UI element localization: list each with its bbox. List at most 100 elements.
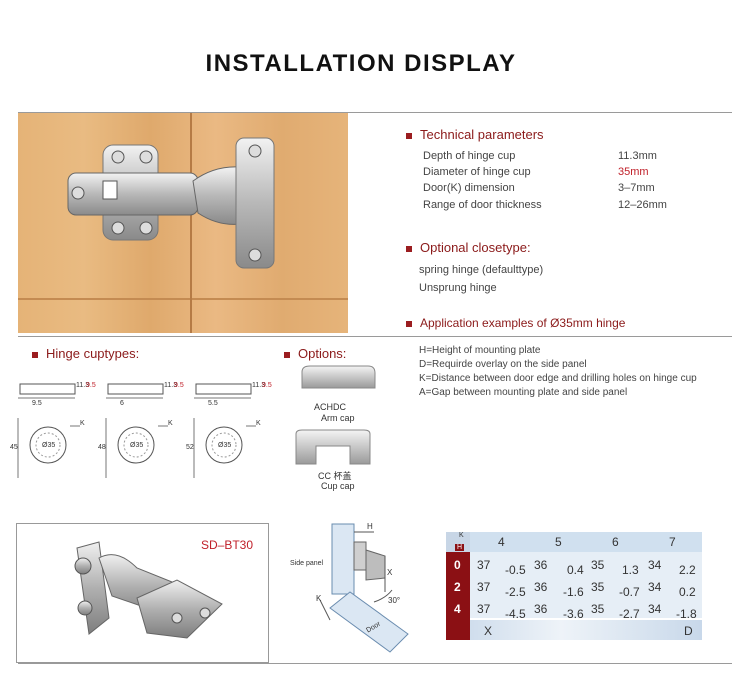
h-label: H xyxy=(367,522,373,531)
diagram-drawing xyxy=(319,523,409,653)
cup-depth-label: 11.3 xyxy=(164,382,178,389)
bottom-divider xyxy=(18,663,732,664)
k-label: K xyxy=(256,420,261,427)
table-cell-x: 37 xyxy=(477,558,491,572)
definition-item: D=Requirde overlay on the side panel xyxy=(419,359,587,370)
table-cell-x: 36 xyxy=(534,580,548,594)
cuptype-drawing xyxy=(105,383,168,478)
technical-heading: Technical parameters xyxy=(406,127,544,142)
cup-depth-label: 9.5 xyxy=(262,382,272,389)
hinge-illustration xyxy=(67,137,275,269)
cuptype-drawing xyxy=(17,383,80,478)
k-label: K xyxy=(168,420,173,427)
hinge-photo xyxy=(18,113,348,333)
table-cell-x: 34 xyxy=(648,580,662,594)
options-heading: Options: xyxy=(284,346,346,361)
param-value: 11.3mm xyxy=(618,150,657,162)
cuptype-diagram-3: 11.3 9.5 5.5 52 K Ø35 xyxy=(186,378,276,488)
cup-height-label: 48 xyxy=(98,444,106,451)
bullet-icon xyxy=(32,351,38,358)
table-corner-h: H xyxy=(455,544,465,551)
closetype-item: spring hinge (defaulttype) xyxy=(419,264,544,276)
param-label: Door(K) dimension xyxy=(423,182,515,194)
cuptype-diagram-1: 11.3 9.5 9.5 45 K Ø35 xyxy=(10,378,100,488)
table-cell-x: 35 xyxy=(591,602,605,616)
product-model: SD–BT30 xyxy=(201,538,254,552)
table-cell-x: 36 xyxy=(534,602,548,616)
option-name: Arm cap xyxy=(321,413,355,423)
closetype-item: Unsprung hinge xyxy=(419,282,497,294)
table-header-k: 6 xyxy=(612,535,619,549)
table-cell-d: -0.7 xyxy=(619,585,640,599)
section-divider xyxy=(18,336,732,337)
option-code: CC 杯盖 xyxy=(318,471,352,481)
param-label: Diameter of hinge cup xyxy=(423,166,531,178)
cup-offset-label: 6 xyxy=(120,400,124,407)
bullet-icon xyxy=(406,245,412,252)
side-panel-label: Side panel xyxy=(290,560,324,567)
bullet-icon xyxy=(406,132,412,139)
table-cell-d: -1.8 xyxy=(676,607,697,621)
application-heading: Application examples of Ø35mm hinge xyxy=(406,316,625,330)
definition-item: H=Height of mounting plate xyxy=(419,345,541,356)
table-footer-x: X xyxy=(484,624,493,638)
table-header-k: 4 xyxy=(498,535,505,549)
product-box: SD–BT30 xyxy=(16,523,269,663)
cup-diameter-label: Ø35 xyxy=(42,442,56,449)
cup-diameter-label: Ø35 xyxy=(218,442,232,449)
cuptype-drawing xyxy=(193,383,256,478)
param-label: Depth of hinge cup xyxy=(423,150,516,162)
table-cell-d: 2.2 xyxy=(679,563,696,577)
cup-offset-label: 5.5 xyxy=(208,400,218,407)
cuptype-diagram-2: 11.3 9.5 6 48 K Ø35 xyxy=(98,378,188,488)
table-cell-x: 35 xyxy=(591,580,605,594)
title-divider xyxy=(18,112,732,113)
param-value: 35mm xyxy=(618,166,649,178)
cup-height-label: 52 xyxy=(186,444,194,451)
table-cell-x: 37 xyxy=(477,602,491,616)
cup-depth-label: 9.5 xyxy=(86,382,96,389)
definition-item: K=Distance between door edge and drillin… xyxy=(419,373,697,384)
installation-diagram: Side panel H X K 30° Door xyxy=(290,520,420,655)
table-row-h: 4 xyxy=(454,602,461,616)
table-cell-x: 37 xyxy=(477,580,491,594)
cup-offset-label: 9.5 xyxy=(32,400,42,407)
table-row-h: 2 xyxy=(454,580,461,594)
param-label: Range of door thickness xyxy=(423,199,542,211)
table-cell-d: -0.5 xyxy=(505,563,526,577)
bullet-icon xyxy=(406,320,412,327)
page-title: INSTALLATION DISPLAY xyxy=(205,50,517,77)
angle-label: 30° xyxy=(388,596,401,605)
param-value: 3–7mm xyxy=(618,182,655,194)
cup-depth-label: 11.3 xyxy=(252,382,266,389)
cup-cap-icon xyxy=(295,429,371,465)
option-code: ACHDC xyxy=(314,402,347,412)
table-cell-d: -1.6 xyxy=(563,585,584,599)
k-label: K xyxy=(316,594,322,603)
table-footer-d: D xyxy=(684,624,693,638)
table-cell-x: 34 xyxy=(648,602,662,616)
table-cell-x: 35 xyxy=(591,558,605,572)
table-cell-x: 36 xyxy=(534,558,548,572)
definition-item: A=Gap between mounting plate and side pa… xyxy=(419,387,628,398)
option-name: Cup cap xyxy=(321,481,355,491)
cup-depth-label: 11.3 xyxy=(76,382,90,389)
cup-diameter-label: Ø35 xyxy=(130,442,144,449)
table-header-k: 7 xyxy=(669,535,676,549)
table-cell-d: 0.2 xyxy=(679,585,696,599)
table-cell-d: -3.6 xyxy=(563,607,584,621)
bullet-icon xyxy=(284,351,290,358)
cup-depth-label: 9.5 xyxy=(174,382,184,389)
table-row-h: 0 xyxy=(454,558,461,572)
x-label: X xyxy=(387,568,393,577)
overlay-table: K H 4 5 6 7 0 2 4 37 -0.5 36 0.4 35 1.3 … xyxy=(446,532,702,640)
param-value: 12–26mm xyxy=(618,199,667,211)
hinge-product-illustration xyxy=(74,541,223,639)
table-cell-d: -4.5 xyxy=(505,607,526,621)
cup-height-label: 45 xyxy=(10,444,18,451)
closetype-heading: Optional closetype: xyxy=(406,240,531,255)
table-cell-d: 0.4 xyxy=(567,563,584,577)
k-label: K xyxy=(80,420,85,427)
table-corner-k: K xyxy=(459,532,464,539)
table-cell-d: -2.5 xyxy=(505,585,526,599)
